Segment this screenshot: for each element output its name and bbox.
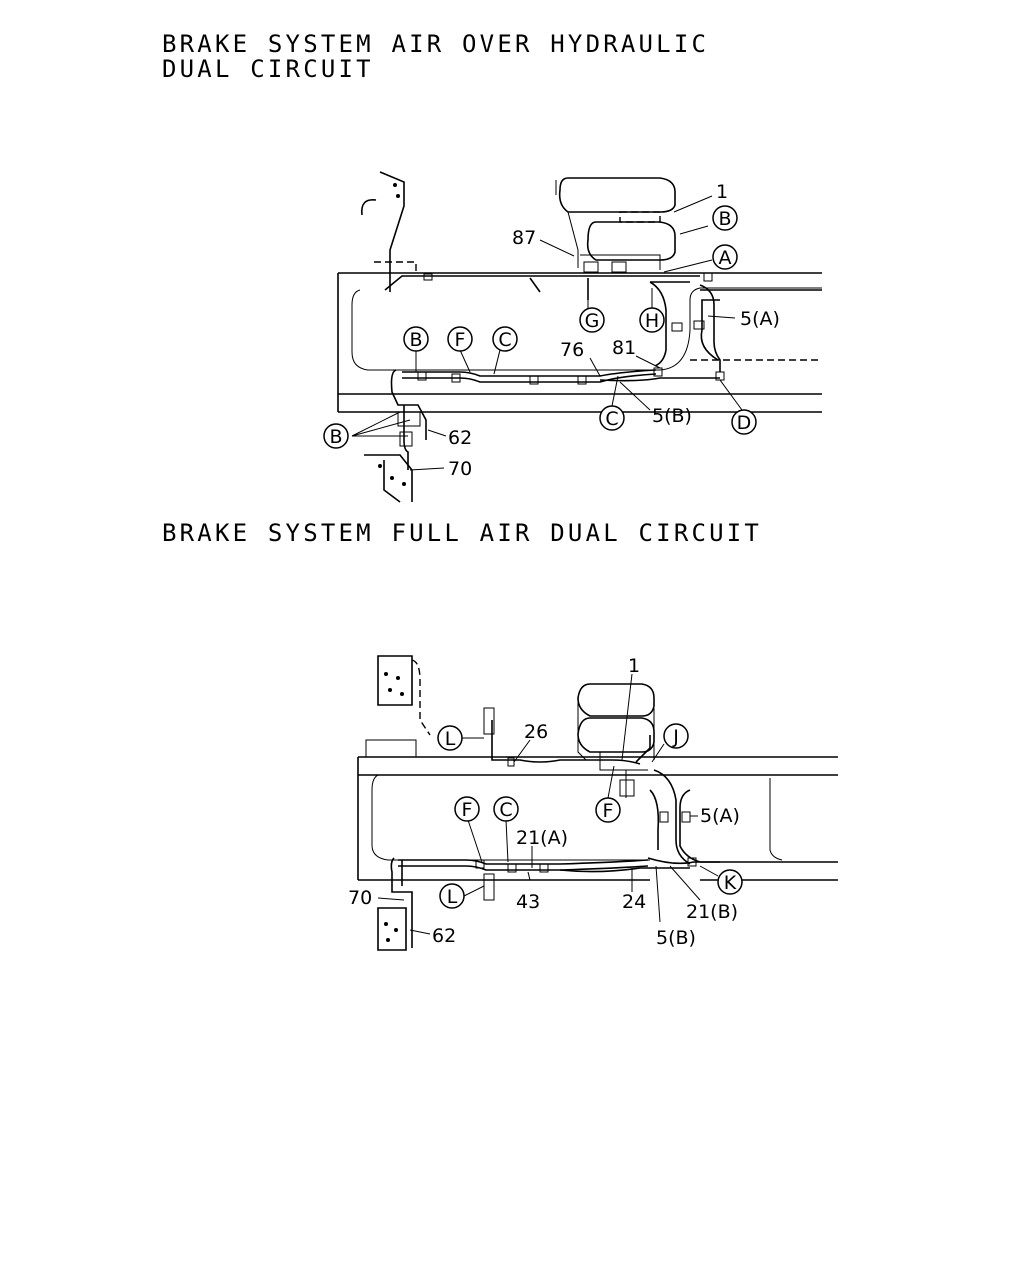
diagram-1-circled-h: H (639, 307, 665, 333)
diagram-1-callout-81: 81 (612, 337, 636, 359)
svg-text:H: H (645, 310, 659, 332)
diagram-2-callout-5a: 5(A) (700, 805, 740, 827)
diagram-2-callout-26: 26 (524, 721, 548, 743)
svg-text:B: B (329, 426, 342, 448)
svg-text:F: F (603, 800, 614, 822)
diagram-1-circled-c-bottom: C (599, 405, 625, 431)
diagram-1-circled-f: F (447, 326, 473, 352)
diagram-2-air-tanks (577, 683, 655, 798)
svg-text:C: C (498, 329, 511, 351)
diagram-2-callout-5b: 5(B) (656, 927, 696, 949)
diagram-1-callout-70: 70 (448, 458, 472, 480)
diagram-1-circled-b-mid: B (403, 326, 429, 352)
diagram-1-circled-b-low: B (323, 423, 349, 449)
svg-text:L: L (447, 886, 458, 908)
diagram-2: L J F F C K L 1 26 5(A) 21(A) 4 (348, 655, 838, 951)
svg-text:A: A (719, 247, 732, 269)
diagram-2-callout-43: 43 (516, 891, 540, 913)
diagram-2-title: BRAKE SYSTEM FULL AIR DUAL CIRCUIT (162, 519, 763, 547)
svg-text:B: B (718, 208, 731, 230)
diagram-1-callout-1: 1 (716, 181, 728, 203)
svg-text:D: D (737, 412, 752, 434)
diagram-2-callout-21b: 21(B) (686, 901, 738, 923)
diagram-1-front-bracket (360, 171, 417, 292)
diagram-1-circled-d: D (731, 409, 757, 435)
diagram-2-circled-f-middle: F (595, 797, 621, 823)
diagram-2-callout-1: 1 (628, 655, 640, 677)
svg-text:C: C (499, 799, 512, 821)
diagram-2-callout-21a: 21(A) (516, 827, 568, 849)
diagram-2-circled-l-bottom: L (439, 883, 465, 909)
diagram-1-brake-lines (384, 272, 725, 470)
diagram-1: B A G H B F C C (323, 171, 822, 503)
diagram-1-callout-62: 62 (448, 427, 472, 449)
diagram-1-circled-g: G (579, 307, 605, 333)
diagram-2-circled-j: J (663, 723, 689, 749)
diagram-2-frame (357, 739, 838, 881)
svg-text:G: G (585, 310, 600, 332)
diagram-1-callout-87: 87 (512, 227, 536, 249)
svg-text:L: L (445, 728, 456, 750)
diagram-1-callout-76: 76 (560, 339, 584, 361)
diagram-2-callout-24: 24 (622, 891, 646, 913)
diagram-1-air-tanks (555, 177, 676, 273)
diagram-2-callout-70: 70 (348, 887, 372, 909)
diagram-1-rear-bracket (364, 411, 421, 503)
svg-text:J: J (672, 726, 679, 748)
diagram-2-front-bracket (377, 655, 431, 736)
svg-text:C: C (605, 408, 618, 430)
diagram-2-leaders (377, 673, 719, 935)
diagram-1-title-line-2: DUAL CIRCUIT (162, 55, 374, 83)
diagram-1-callout-5a: 5(A) (740, 308, 780, 330)
diagram-2-brake-lines (390, 707, 720, 948)
diagram-1-circled-c-top: C (492, 326, 518, 352)
svg-text:F: F (462, 799, 473, 821)
diagram-1-title-line-1: BRAKE SYSTEM AIR OVER HYDRAULIC (162, 30, 710, 58)
diagram-2-callout-62: 62 (432, 925, 456, 947)
svg-text:F: F (455, 329, 466, 351)
svg-text:K: K (724, 872, 737, 894)
diagram-2-rear-bracket (377, 907, 407, 951)
diagram-2-circled-c: C (493, 796, 519, 822)
diagram-1-circled-a: A (712, 244, 738, 270)
diagram-2-circled-l-top: L (437, 725, 463, 751)
diagram-1-callout-5b: 5(B) (652, 405, 692, 427)
svg-text:B: B (409, 329, 422, 351)
diagram-1-circled-b-top: B (712, 205, 738, 231)
diagram-2-circled-k: K (717, 869, 743, 895)
diagram-1-leaders (351, 195, 743, 471)
diagram-2-circled-f-left: F (454, 796, 480, 822)
